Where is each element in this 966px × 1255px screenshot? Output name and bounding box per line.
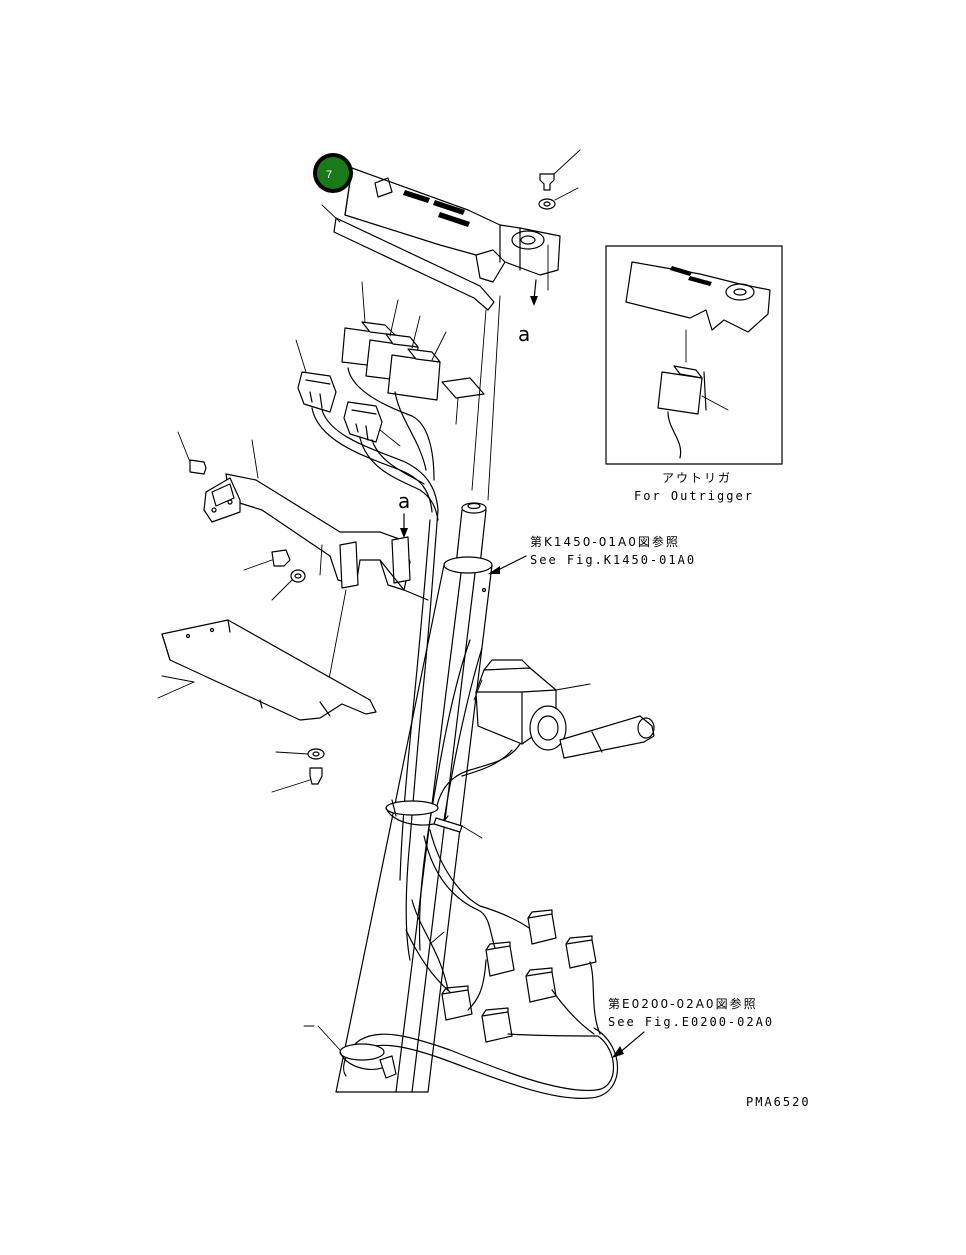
view-letter-top: a bbox=[518, 322, 530, 346]
ref-harness-jp: 第E0200-02A0図参照 bbox=[608, 996, 758, 1011]
inset-caption-jp: アウトリガ bbox=[662, 471, 732, 485]
wire-harness-main bbox=[303, 509, 619, 1100]
switch-panel-bracket bbox=[344, 167, 561, 283]
top-screw bbox=[539, 149, 581, 191]
lower-screw bbox=[271, 767, 323, 793]
rocker-switch-group bbox=[341, 281, 447, 401]
inset-caption-en: For Outrigger bbox=[634, 489, 754, 503]
outrigger-inset bbox=[605, 245, 783, 465]
connector-plug-left bbox=[295, 339, 337, 413]
top-washer bbox=[538, 187, 579, 210]
mounting-bracket bbox=[203, 439, 429, 601]
view-letter-mid: a bbox=[398, 489, 410, 513]
ref-column-en: See Fig.K1450-01A0 bbox=[530, 553, 696, 567]
mid-washer bbox=[271, 569, 306, 601]
combination-switch bbox=[473, 659, 655, 759]
mid-bolt bbox=[243, 549, 291, 571]
cover-plate bbox=[441, 377, 485, 425]
connector-plug-right bbox=[343, 401, 401, 447]
callout-marker-7[interactable]: 7 bbox=[313, 153, 353, 193]
panel-lower-rail bbox=[321, 204, 495, 311]
cover-tray bbox=[157, 619, 377, 721]
ref-column-jp: 第K1450-01A0図参照 bbox=[530, 534, 680, 549]
callout-marker-label: 7 bbox=[326, 169, 332, 181]
ref-harness-note: 第E0200-02A0図参照 See Fig.E0200-02A0 bbox=[608, 996, 774, 1058]
lower-washer bbox=[275, 748, 325, 760]
ref-column-note: 第K1450-01A0図参照 See Fig.K1450-01A0 bbox=[488, 534, 696, 574]
bracket-bolt bbox=[177, 431, 207, 475]
switch-wires bbox=[311, 367, 439, 521]
drawing-code: PMA6520 bbox=[746, 1095, 811, 1109]
ref-harness-en: See Fig.E0200-02A0 bbox=[608, 1015, 774, 1029]
